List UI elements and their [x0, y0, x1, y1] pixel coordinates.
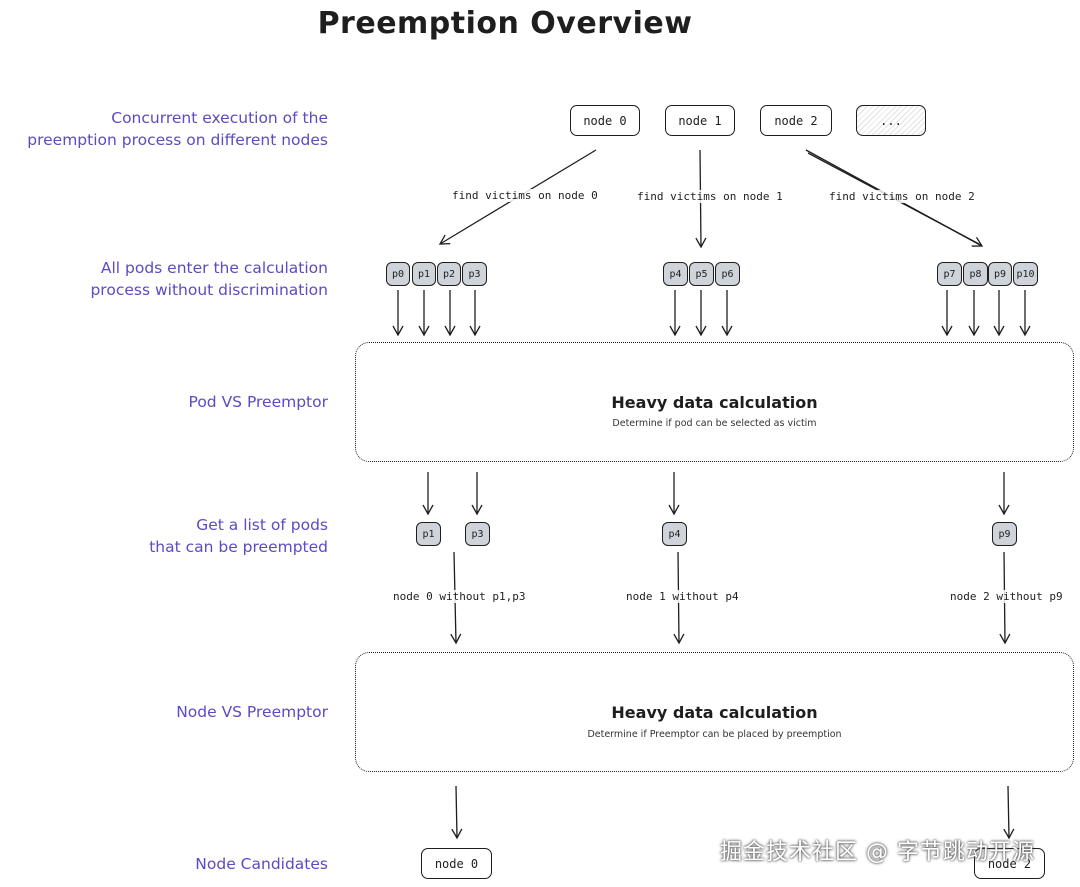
pod-p2: p2 — [437, 262, 461, 286]
candidate-node-2: node 2 — [974, 848, 1045, 879]
calc-box-title: Heavy data calculation — [611, 703, 818, 722]
label-all-pods: All pods enter the calculation process w… — [90, 257, 328, 301]
calc-box-title: Heavy data calculation — [611, 393, 818, 412]
pod-p7: p7 — [937, 262, 962, 286]
edge-label-node2-without: node 2 without p9 — [949, 590, 1064, 603]
node-box-more: ... — [856, 105, 926, 136]
pod-p1: p1 — [412, 262, 436, 286]
label-node-vs-preemptor: Node VS Preemptor — [176, 703, 328, 721]
label-line: preemption process on different nodes — [27, 131, 328, 149]
edge-label-find-node1: find victims on node 1 — [636, 190, 784, 203]
pod-p3: p3 — [462, 262, 487, 286]
label-line: that can be preempted — [149, 538, 328, 556]
pod-p10: p10 — [1013, 262, 1038, 286]
node-box-2: node 2 — [760, 105, 832, 136]
calc-box-pod-vs-preemptor: Heavy data calculation Determine if pod … — [355, 342, 1074, 462]
pod-p0: p0 — [386, 262, 410, 286]
preemptible-pod-p3: p3 — [465, 522, 490, 546]
label-line: Concurrent execution of the — [111, 109, 328, 127]
arrow-calc2-node0 — [451, 785, 463, 840]
calc-box-subtitle: Determine if Preemptor can be placed by … — [587, 729, 842, 740]
label-concurrent-execution: Concurrent execution of the preemption p… — [27, 107, 328, 151]
label-line: process without discrimination — [90, 281, 328, 299]
label-get-list: Get a list of pods that can be preempted — [149, 514, 328, 558]
label-pod-vs-preemptor: Pod VS Preemptor — [188, 393, 328, 411]
edge-label-node0-without: node 0 without p1,p3 — [392, 590, 527, 603]
preemptible-pod-p1: p1 — [416, 522, 441, 546]
label-node-candidates: Node Candidates — [195, 855, 328, 873]
watermark-text: 掘金技术社区 @ 字节跳动开源 — [720, 840, 1035, 865]
label-line: Get a list of pods — [196, 516, 328, 534]
pod-p6: p6 — [715, 262, 740, 286]
edge-label-node1-without: node 1 without p4 — [625, 590, 740, 603]
edge-label-find-node2: find victims on node 2 — [828, 190, 976, 203]
pod-p9: p9 — [988, 262, 1012, 286]
node-box-0: node 0 — [570, 105, 640, 136]
candidate-node-0: node 0 — [421, 848, 492, 879]
node-box-1: node 1 — [665, 105, 735, 136]
edge-label-find-node0: find victims on node 0 — [451, 189, 599, 202]
pod-p8: p8 — [963, 262, 988, 286]
arrow-calc2-node2 — [1003, 785, 1015, 840]
preemptible-pod-p9: p9 — [992, 522, 1017, 546]
label-line: All pods enter the calculation — [100, 259, 328, 277]
preemptible-pod-p4: p4 — [662, 522, 687, 546]
calc-box-node-vs-preemptor: Heavy data calculation Determine if Pree… — [355, 652, 1074, 772]
pod-p4: p4 — [663, 262, 688, 286]
pod-p5: p5 — [689, 262, 714, 286]
calc-box-subtitle: Determine if pod can be selected as vict… — [612, 418, 817, 429]
diagram-title: Preemption Overview — [317, 6, 693, 41]
